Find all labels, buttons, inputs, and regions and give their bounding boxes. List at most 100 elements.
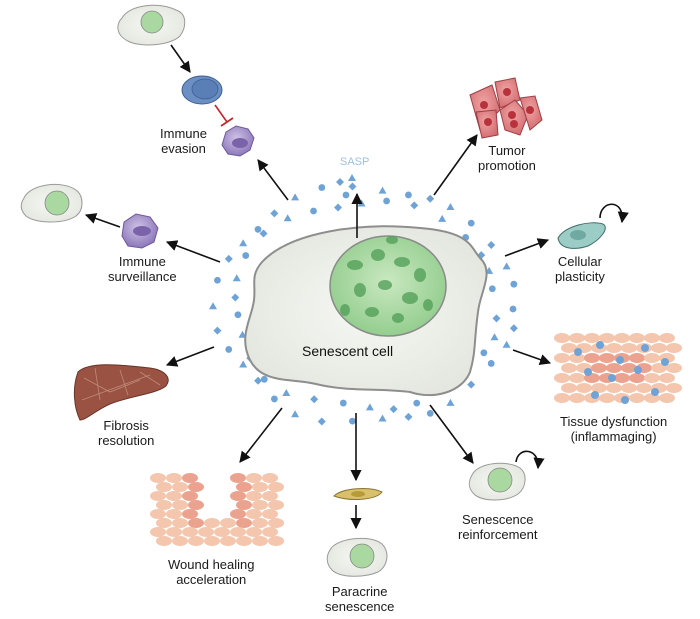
tissue-cell [268,500,284,510]
tissue-sasp-particle [596,341,604,349]
tissue-cell [166,509,182,519]
sasp-particle [270,395,278,403]
arrow-tissue-dysfunction [512,349,552,365]
arrow-fibrosis [165,346,215,367]
tissue-cell [172,482,188,492]
sasp-particle [232,274,241,282]
tissue-cell [246,491,262,501]
tissue-cell [246,527,262,537]
sasp-particle [490,333,499,341]
tissue-cell [629,373,645,383]
tissue-sasp-particle [651,388,659,396]
sasp-particle [334,203,343,212]
tissue-cell [666,363,682,373]
tissue-cell [629,353,645,363]
tissue-cell [614,373,630,383]
tissue-cell [230,491,246,501]
tissue-cell [188,518,204,528]
tissue-cell [236,482,252,492]
tissue-cell [584,353,600,363]
tissue-cell [156,518,172,528]
arrows [84,44,552,530]
sasp-particle [378,414,387,422]
tissue-cell [569,393,585,403]
tissue-cell [599,393,615,403]
sasp-label: SASP [340,156,370,168]
tissue-cell [262,491,278,501]
sasp-particle [480,349,488,357]
tissue-cell [561,363,577,373]
tissue-cell [188,500,204,510]
tissue-cell [644,353,660,363]
sasp-particle [336,178,344,186]
tissue-cell [268,518,284,528]
reinforcement-loop-icon [515,450,545,470]
tissue-cell [584,333,600,343]
arrow-surveillance-target [84,213,121,228]
sasp-particle [426,194,435,203]
tissue-cell [606,363,622,373]
senescent-cell-label: Senescent cell [302,343,394,359]
tissue-cell [230,527,246,537]
sasp-particle [225,346,233,353]
sasp-particle [254,225,262,233]
paracrine-illustration [326,488,388,577]
arrow-tumor-promotion [433,134,478,196]
arrow-cellular-plasticity [504,238,550,257]
tissue-cell [651,363,667,373]
tissue-cell [182,491,198,501]
tissue-cell [666,383,682,393]
sasp-particle [260,375,268,383]
tissue-sasp-particle [621,396,629,404]
tissue-cell [599,353,615,363]
tissue-cell [591,383,607,393]
wound-tissue-illustration [150,473,284,546]
tissue-cell [659,393,675,403]
arrow-senescence-reinforcement [429,404,474,464]
tissue-cell [629,333,645,343]
tissue-cell [252,482,268,492]
sasp-particle [291,410,300,418]
tissue-cell [230,473,246,483]
sasp-particle [291,193,300,201]
tissue-cell [268,482,284,492]
sasp-particle [365,403,374,411]
tissue-cell [236,500,252,510]
tissue-cell [150,509,166,519]
sasp-particle [467,380,476,389]
sasp-particle [282,388,291,396]
sasp-particle [317,417,326,426]
sasp-particle [242,252,250,259]
sasp-particle [234,311,242,319]
sasp-particle [426,409,434,417]
tissue-cell [614,333,630,343]
tissue-cell [198,527,214,537]
tissue-cell [599,333,615,343]
sasp-particle [509,324,518,333]
inhibition-line [214,104,228,123]
tissue-cell [659,373,675,383]
label-tissue-dysfunction: Tissue dysfunction(inflammaging) [560,414,668,444]
tissue-sasp-particle [584,368,592,376]
tissue-sasp-particle [616,356,624,364]
tissue-cell [606,383,622,393]
sasp-particle [348,182,357,191]
tissue-cell [591,363,607,373]
tissue-cell [156,482,172,492]
sasp-particle [259,229,268,238]
tissue-cell [621,383,637,393]
sasp-particle [378,186,387,194]
sasp-particle [487,240,496,249]
tissue-cell [262,473,278,483]
sasp-particle [310,395,319,404]
tissue-sasp-particle [661,358,669,366]
arrow-immune-evasion [257,159,289,201]
tissue-cell [644,373,660,383]
tissue-cell [629,393,645,403]
tissue-cell [166,491,182,501]
tissue-cell [150,473,166,483]
